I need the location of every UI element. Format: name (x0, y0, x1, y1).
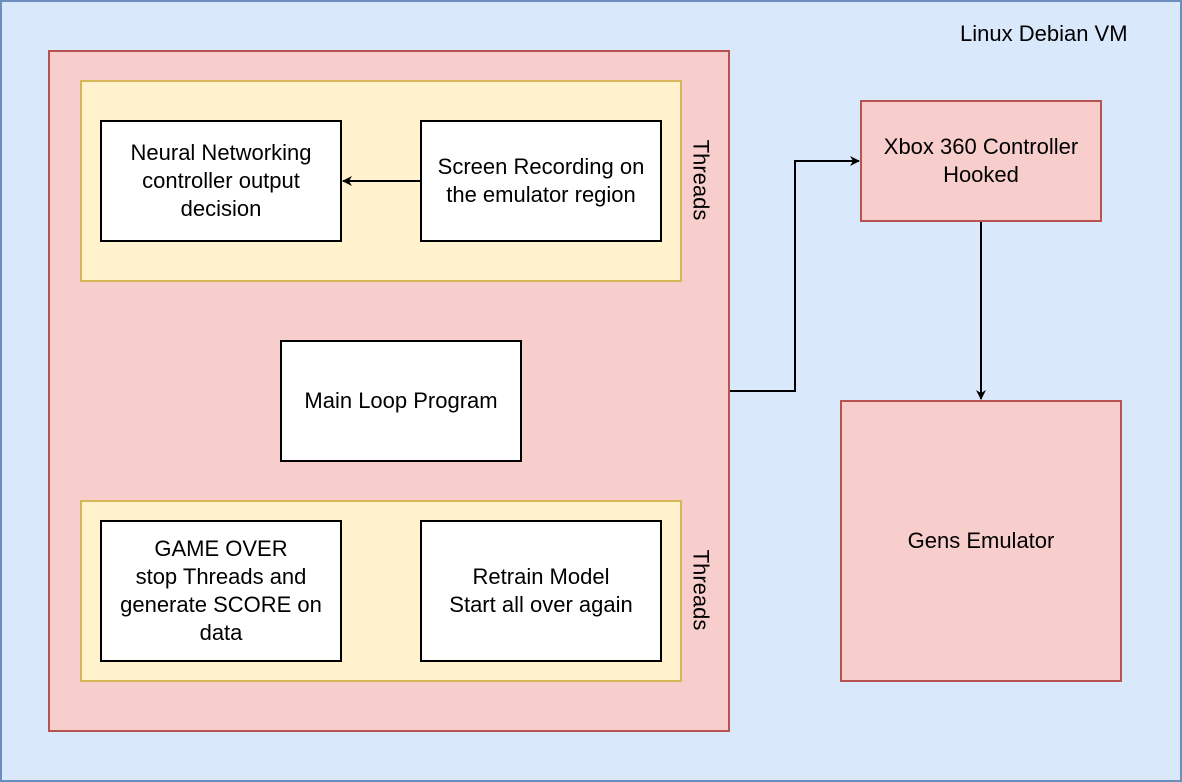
retrain-model-node: Retrain Model Start all over again (420, 520, 662, 662)
vm-label: Linux Debian VM (960, 21, 1128, 46)
game-over-node: GAME OVER stop Threads and generate SCOR… (100, 520, 342, 662)
neural-network-node: Neural Networking controller output deci… (100, 120, 342, 242)
gens-emulator-node: Gens Emulator (840, 400, 1122, 682)
screen-recording-node: Screen Recording on the emulator region (420, 120, 662, 242)
threads-label-bottom: Threads (688, 549, 714, 631)
xbox-controller-node: Xbox 360 Controller Hooked (860, 100, 1102, 222)
threads-label-top: Threads (688, 139, 714, 221)
main-loop-node: Main Loop Program (280, 340, 522, 462)
